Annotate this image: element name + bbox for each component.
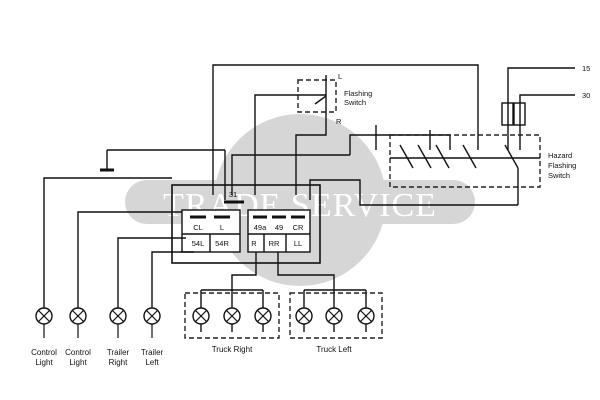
hazard-switch-label-1: Hazard [548, 151, 572, 160]
relay-pin-r: R [251, 239, 257, 248]
supply-wires: 15 30 [501, 64, 590, 150]
lamp-icon [35, 307, 53, 338]
lamp-label-control-1b: Light [35, 358, 53, 367]
relay-pin-l: L [220, 223, 224, 232]
lamp-label-control-2a: Control [65, 348, 91, 357]
lamp-label-control-2b: Light [69, 358, 87, 367]
wire-relay-to-hazard [309, 179, 518, 206]
hazard-switch-label-3: Switch [548, 171, 570, 180]
relay-pin-rr: RR [269, 239, 280, 248]
hazard-switch-label-2: Flashing [548, 161, 576, 170]
truck-right-group [184, 292, 280, 339]
flashing-switch-pin-l: L [338, 72, 342, 81]
truck-left-group [289, 292, 383, 339]
lamp-label-trailer-left-a: Trailer [141, 348, 164, 357]
flasher-relay-unit: 31 CL L 54L 54R 49a 49 CR R RR LL [171, 184, 321, 264]
ground-symbol [100, 149, 225, 172]
lamp-label-control-1a: Control [31, 348, 57, 357]
lamp-icon [325, 307, 343, 325]
lamp-icon [143, 307, 161, 338]
lamp-icon [192, 307, 210, 325]
lamp-icon [109, 307, 127, 338]
supply-pin-30: 30 [582, 91, 590, 100]
lamp-ground-wires [200, 324, 367, 332]
flashing-switch-pin-r: R [336, 117, 342, 126]
relay-pin-54r: 54R [215, 239, 229, 248]
relay-pin-31: 31 [229, 190, 237, 199]
relay-pin-cl: CL [193, 223, 203, 232]
flashing-switch: L Flashing Switch R [297, 72, 372, 126]
relay-pin-cr: CR [293, 223, 304, 232]
hazard-switch: Hazard Flashing Switch [389, 134, 576, 205]
lamp-label-truck-left: Truck Left [316, 345, 352, 354]
lamp-icon [254, 307, 272, 325]
lamp-icon [295, 307, 313, 325]
supply-pin-15: 15 [582, 64, 590, 73]
flashing-switch-label-1: Flashing [344, 89, 372, 98]
lamp-label-trailer-left-b: Left [145, 358, 159, 367]
relay-pin-ll: LL [294, 239, 302, 248]
relay-pin-54l: 54L [192, 239, 205, 248]
watermark: TRADE SERVICE [125, 114, 475, 286]
lamp-label-trailer-right-a: Trailer [107, 348, 130, 357]
relay-pin-49: 49 [275, 223, 283, 232]
relay-pin-49a: 49a [254, 223, 267, 232]
lamp-icon [357, 307, 375, 325]
flashing-switch-label-2: Switch [344, 98, 366, 107]
lamp-icon [69, 307, 87, 338]
lamp-wires [43, 177, 367, 308]
lamp-label-trailer-right-b: Right [109, 358, 128, 367]
lamp-label-truck-right: Truck Right [212, 345, 253, 354]
lamp-icon [223, 307, 241, 325]
